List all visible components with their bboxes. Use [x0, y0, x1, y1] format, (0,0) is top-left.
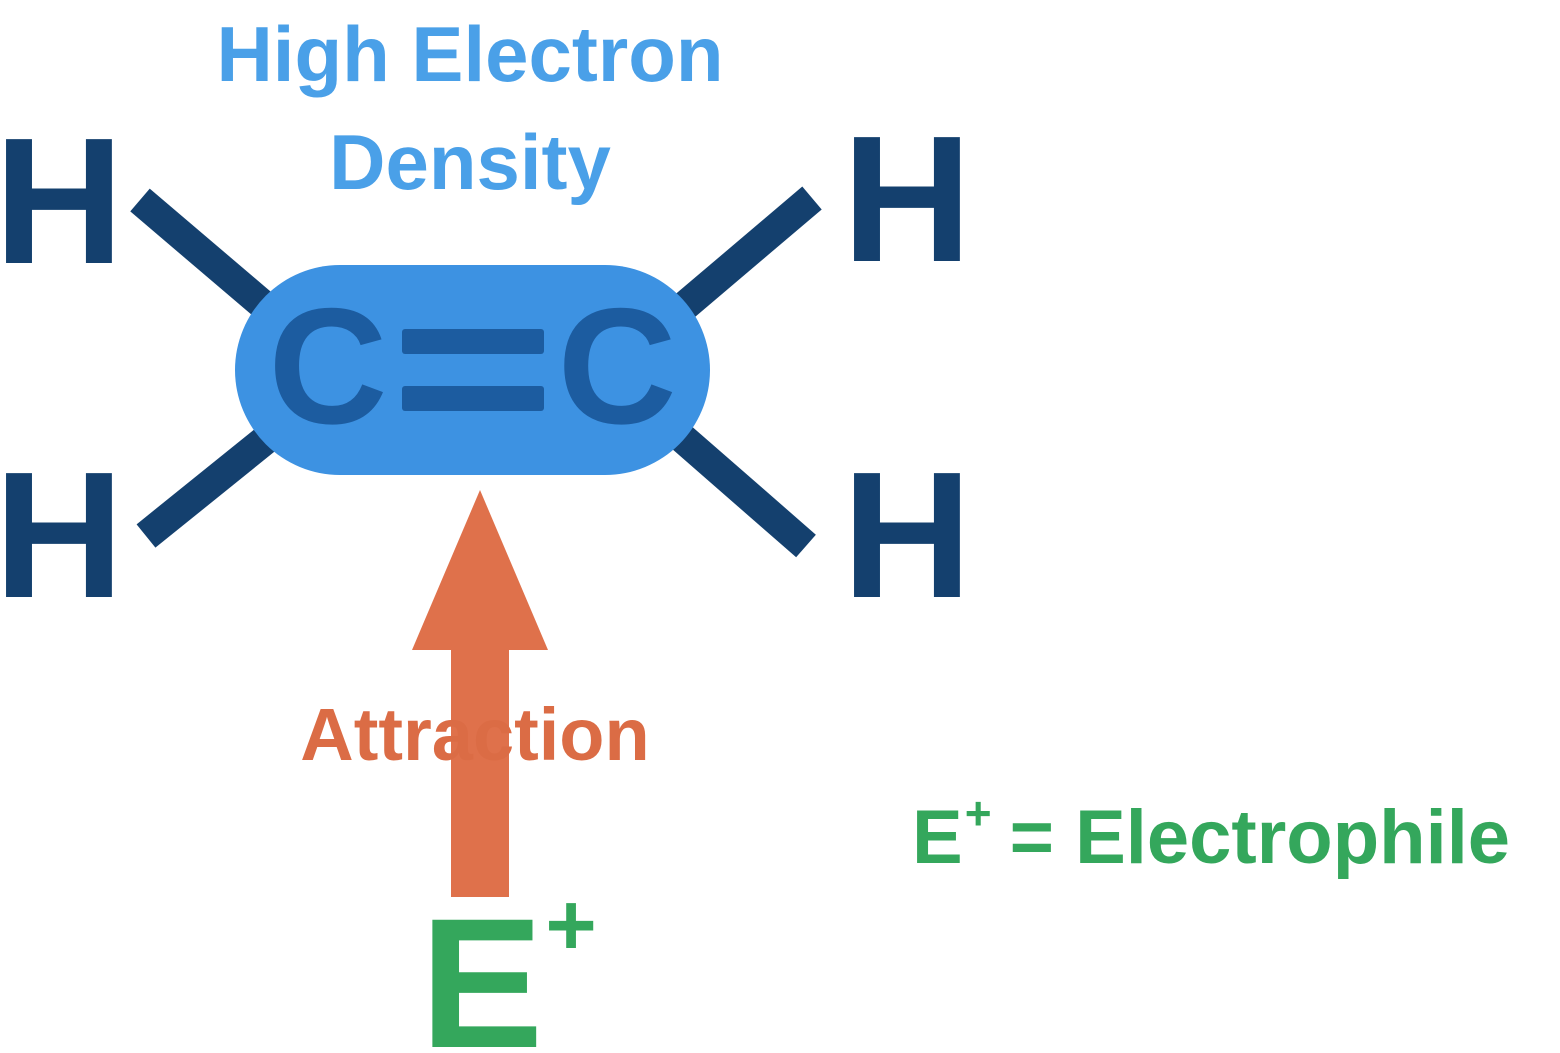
arrow-head — [412, 490, 548, 650]
double-bond-icon — [401, 329, 544, 411]
high-electron-density-label: High Electron Density — [170, 0, 770, 216]
electrophile-legend: E+= Electrophile — [912, 790, 1510, 876]
electrophile-letter: E — [420, 881, 544, 1053]
hydrogen-top-right: H — [842, 99, 972, 300]
carbon-left: C — [268, 273, 388, 458]
legend-electrophile-letter: E — [912, 795, 963, 880]
bond-bottom-left — [136, 424, 280, 548]
carbon-right: C — [557, 273, 677, 458]
electrophile-symbol: E+ — [420, 881, 597, 1053]
legend-electrophile-text: = Electrophile — [1009, 795, 1511, 880]
legend-electrophile-charge: + — [964, 787, 992, 839]
electrophile-charge: + — [545, 875, 597, 974]
high-electron-density-line2: Density — [329, 118, 611, 206]
bond-top-left — [130, 188, 285, 327]
double-bond-bar-top — [401, 329, 544, 354]
hydrogen-bottom-right: H — [842, 435, 972, 636]
bond-top-right — [670, 186, 822, 322]
arrow-shaft — [451, 645, 509, 897]
attraction-label: Attraction — [300, 693, 650, 776]
hydrogen-top-left: H — [0, 101, 124, 302]
pi-bond-electron-cloud: C C — [235, 265, 710, 475]
bond-bottom-right — [670, 424, 816, 558]
double-bond-bar-bottom — [401, 386, 544, 411]
high-electron-density-line1: High Electron — [216, 10, 724, 98]
hydrogen-bottom-left: H — [0, 435, 124, 636]
